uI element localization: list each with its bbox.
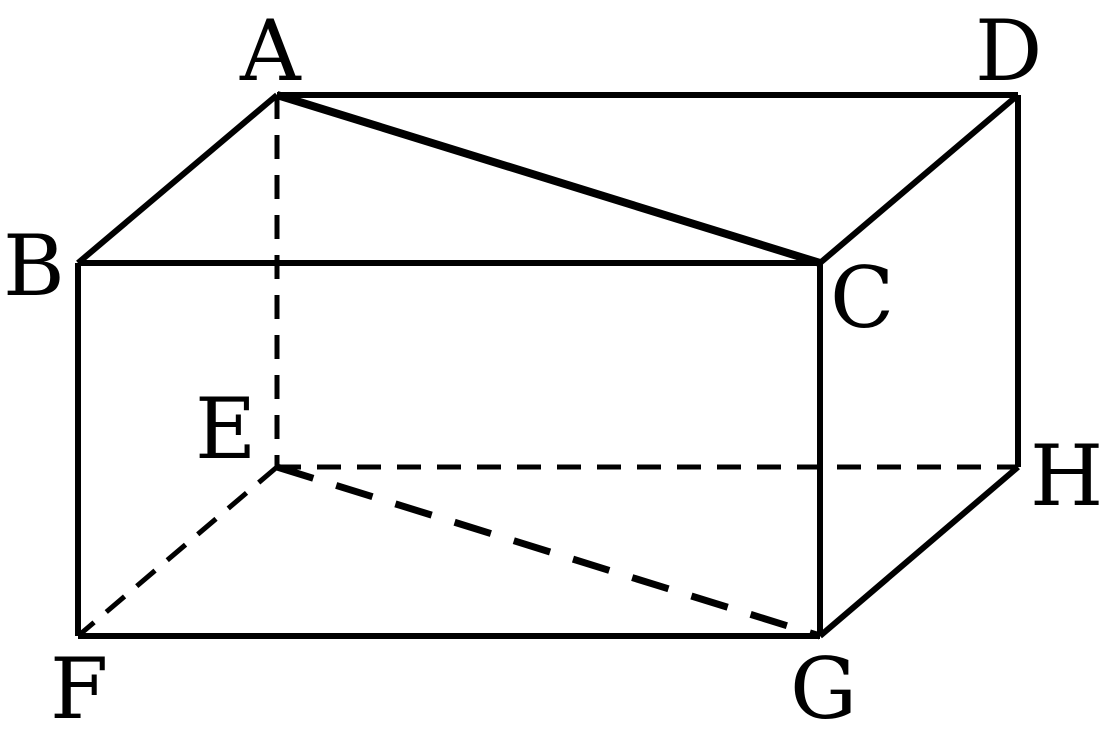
edge-gh <box>818 464 1020 639</box>
vertex-label-g: G <box>790 640 857 738</box>
edge-ef <box>76 465 279 638</box>
vertex-label-d: D <box>975 2 1042 100</box>
vertex-label-f: F <box>50 640 108 738</box>
edge-eg <box>275 463 822 640</box>
vertex-label-c: C <box>830 249 894 347</box>
vertex-label-b: B <box>3 217 65 315</box>
vertex-label-e: E <box>195 380 256 478</box>
vertex-label-h: H <box>1030 427 1103 525</box>
edge-ab <box>76 92 279 266</box>
edge-cd <box>818 92 1020 266</box>
edge-group <box>75 91 1021 640</box>
vertex-label-a: A <box>239 2 302 100</box>
edge-ac <box>275 91 822 267</box>
